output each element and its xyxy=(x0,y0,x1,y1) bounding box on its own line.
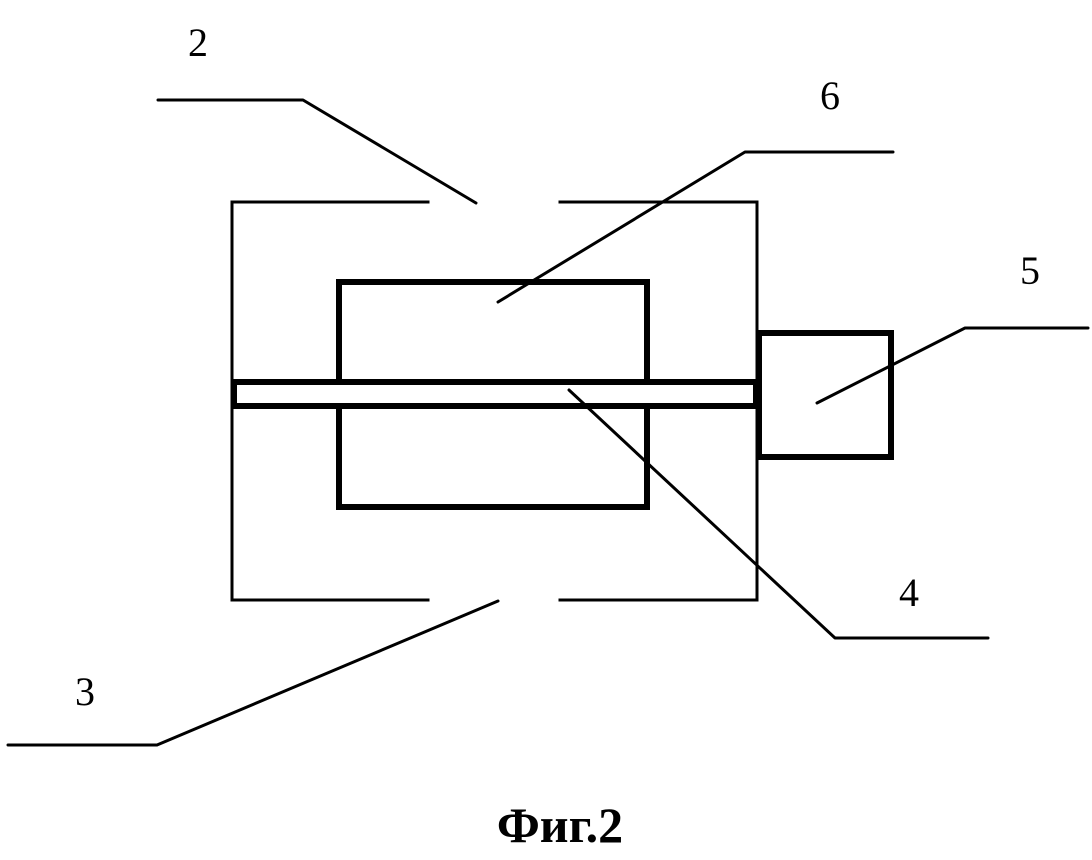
ref-label-2: 2 xyxy=(188,20,208,65)
leader-line-6 xyxy=(496,150,895,304)
ref-label-5: 5 xyxy=(1020,248,1040,293)
ref-label-6: 6 xyxy=(820,73,840,118)
ref-label-4: 4 xyxy=(899,570,919,615)
drive-unit-box xyxy=(756,330,894,460)
shaft xyxy=(231,379,759,409)
leader-line-2 xyxy=(156,98,478,205)
leader-lines xyxy=(6,98,1090,747)
ref-label-3: 3 xyxy=(75,669,95,714)
leader-line-4 xyxy=(567,388,990,640)
leader-line-3 xyxy=(6,599,500,747)
leader-line-5 xyxy=(815,326,1090,405)
figure-caption: Фиг.2 xyxy=(497,797,623,853)
